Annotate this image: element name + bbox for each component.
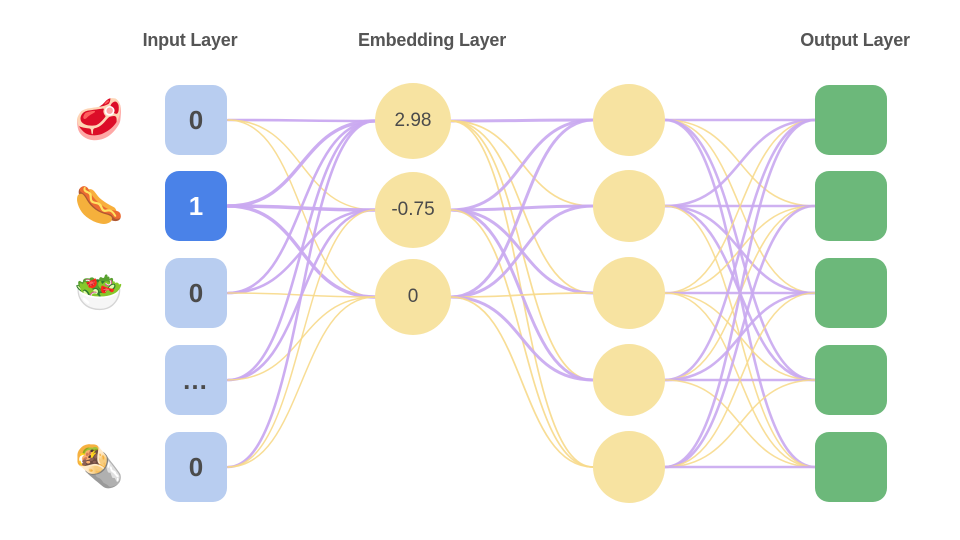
output-node-1[interactable]	[815, 171, 887, 241]
embedding-node-0[interactable]: 2.98	[375, 83, 451, 159]
output-node-4[interactable]	[815, 432, 887, 502]
input-icon-placeholder	[72, 353, 126, 407]
input-node-0[interactable]: 0	[165, 85, 227, 155]
hidden-node-2[interactable]	[593, 257, 665, 329]
embedding-node-1[interactable]: -0.75	[375, 172, 451, 248]
output-node-0[interactable]	[815, 85, 887, 155]
input-icon-hot-dog: 🌭	[74, 184, 124, 228]
header-embedding-layer: Embedding Layer	[357, 30, 507, 50]
input-node-3[interactable]: …	[165, 345, 227, 415]
output-node-3[interactable]	[815, 345, 887, 415]
embedding-node-2[interactable]: 0	[375, 259, 451, 335]
input-icon-burrito: 🌯	[74, 445, 124, 489]
header-output-layer: Output Layer	[800, 30, 910, 50]
input-node-4[interactable]: 0	[165, 432, 227, 502]
hidden-node-1[interactable]	[593, 170, 665, 242]
input-node-1[interactable]: 1	[165, 171, 227, 241]
header-input-layer: Input Layer	[142, 30, 238, 50]
input-icon-green-salad: 🥗	[74, 271, 124, 315]
hidden-node-0[interactable]	[593, 84, 665, 156]
hidden-node-3[interactable]	[593, 344, 665, 416]
input-icon-cut-of-meat: 🥩	[74, 98, 124, 142]
input-node-2[interactable]: 0	[165, 258, 227, 328]
output-node-2[interactable]	[815, 258, 887, 328]
hidden-node-4[interactable]	[593, 431, 665, 503]
